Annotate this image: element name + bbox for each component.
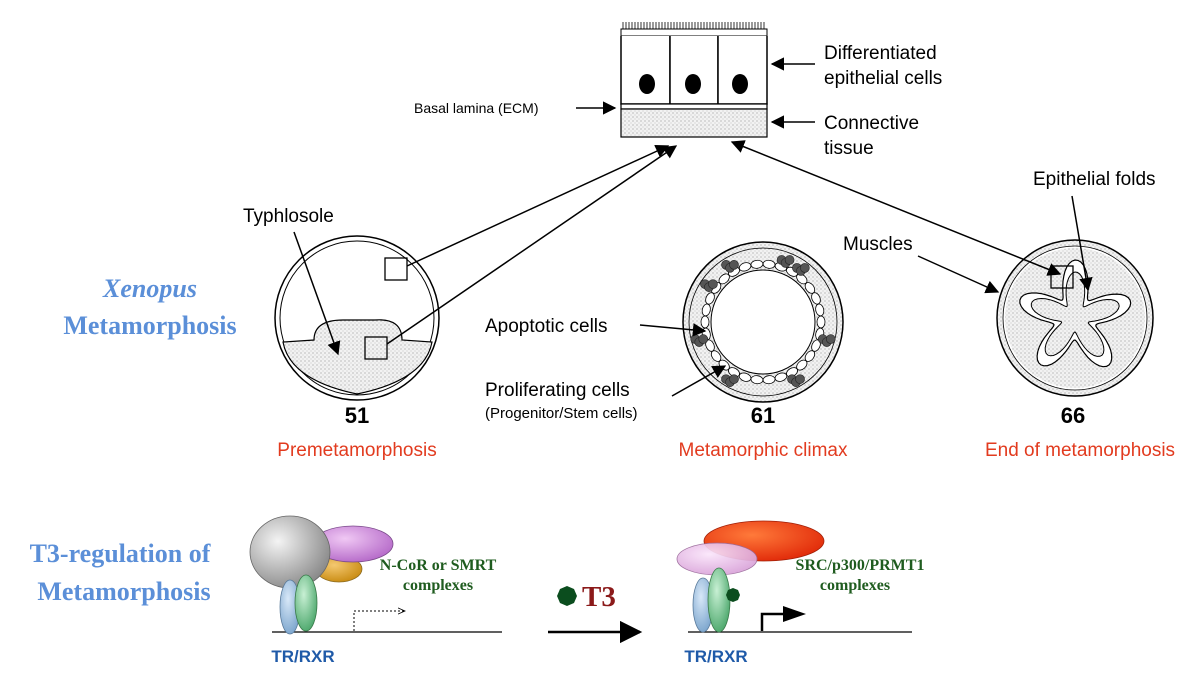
epithelial-cell <box>815 303 825 317</box>
stage-number-51: 51 <box>345 403 369 428</box>
stage-name-51: Premetamorphosis <box>277 440 436 461</box>
arrow-zoom-51-lower <box>386 145 678 345</box>
receptor-label-left: TR/RXR <box>271 647 334 666</box>
epithelial-cell <box>717 36 768 105</box>
arrow-zoom-66 <box>730 140 1062 276</box>
zoom-box <box>384 257 408 281</box>
cell-nucleus <box>685 74 701 94</box>
epithelial-cell <box>620 36 671 105</box>
activation-complex <box>676 520 912 633</box>
stage-name-61: Metamorphic climax <box>679 440 848 461</box>
proliferating-cell <box>729 374 739 384</box>
arrow-apoptotic <box>639 323 707 337</box>
proliferating-cell <box>825 334 836 344</box>
microvilli <box>622 22 765 29</box>
proliferating-cell <box>729 260 739 270</box>
label-basal-lamina: Basal lamina (ECM) <box>414 100 538 116</box>
repressor-label-l1: N-CoR or SMRT <box>380 557 497 574</box>
label-connective-l2: tissue <box>824 138 874 159</box>
epithelial-cell <box>669 36 719 105</box>
basal-lamina <box>620 103 768 110</box>
label-epithelial-folds: Epithelial folds <box>1033 169 1156 190</box>
t3-label: T3 <box>582 581 616 613</box>
cell-nucleus <box>732 74 748 94</box>
label-epithelial-cells-l1: Differentiated <box>824 43 937 64</box>
t3-hormone-icon <box>557 586 577 606</box>
arrow-proliferating <box>671 365 727 397</box>
stage-number-61: 61 <box>751 403 775 428</box>
title-process: Metamorphosis <box>63 311 236 340</box>
tr-subunit <box>707 567 731 633</box>
transcription-start-active <box>760 612 785 631</box>
stage-name-66: End of metamorphosis <box>985 440 1175 461</box>
epithelial-cell <box>700 315 710 329</box>
connective-tissue-block <box>620 108 768 138</box>
transcription-arrow-head <box>783 606 806 622</box>
label-epithelial-cells-l2: epithelial cells <box>824 68 942 89</box>
transcription-start-dotted <box>353 611 405 631</box>
title-species: Xenopus <box>102 274 197 303</box>
regulation-title-l1: T3-regulation of <box>30 539 211 568</box>
proliferating-cell <box>784 255 795 265</box>
t3-bound-icon <box>726 588 740 602</box>
epithelial-cell <box>816 315 826 329</box>
label-typhlosole: Typhlosole <box>243 206 334 227</box>
zoom-box <box>1050 265 1074 289</box>
label-muscles: Muscles <box>843 234 913 255</box>
stage-51-diagram <box>274 235 440 401</box>
arrow-epithelial-folds <box>1071 195 1093 292</box>
arrow-zoom-51-upper <box>406 144 670 267</box>
label-apoptotic-cells: Apoptotic cells <box>485 316 608 337</box>
lumen-shape <box>1030 271 1120 357</box>
proliferating-cell <box>795 374 805 384</box>
activator-label-l1: SRC/p300/PRMT1 <box>796 557 925 574</box>
zoom-box <box>364 336 388 360</box>
arrow-typhlosole <box>293 231 341 356</box>
regulation-title-l2: Metamorphosis <box>37 577 210 606</box>
arrow-muscles <box>917 255 1000 294</box>
corepressor-grey <box>249 515 331 589</box>
proliferating-cell <box>800 263 810 273</box>
cell-nucleus <box>639 74 655 94</box>
proliferating-cell <box>698 334 709 344</box>
stage-61-diagram <box>682 241 844 403</box>
repression-complex <box>249 515 502 635</box>
brush-border-line <box>620 28 768 37</box>
label-proliferating-cells: Proliferating cells <box>485 380 630 401</box>
label-progenitor-cells: (Progenitor/Stem cells) <box>485 405 638 422</box>
tissue-schematic: Differentiated epithelial cells Basal la… <box>414 22 942 159</box>
label-connective-l1: Connective <box>824 113 919 134</box>
tr-subunit <box>294 574 318 632</box>
repressor-label-l2: complexes <box>403 577 473 594</box>
proliferating-cell <box>708 279 718 289</box>
stage-number-66: 66 <box>1061 403 1085 428</box>
stage-66-diagram <box>996 239 1154 397</box>
activator-label-l2: complexes <box>820 577 890 594</box>
receptor-label-right: TR/RXR <box>684 647 747 666</box>
